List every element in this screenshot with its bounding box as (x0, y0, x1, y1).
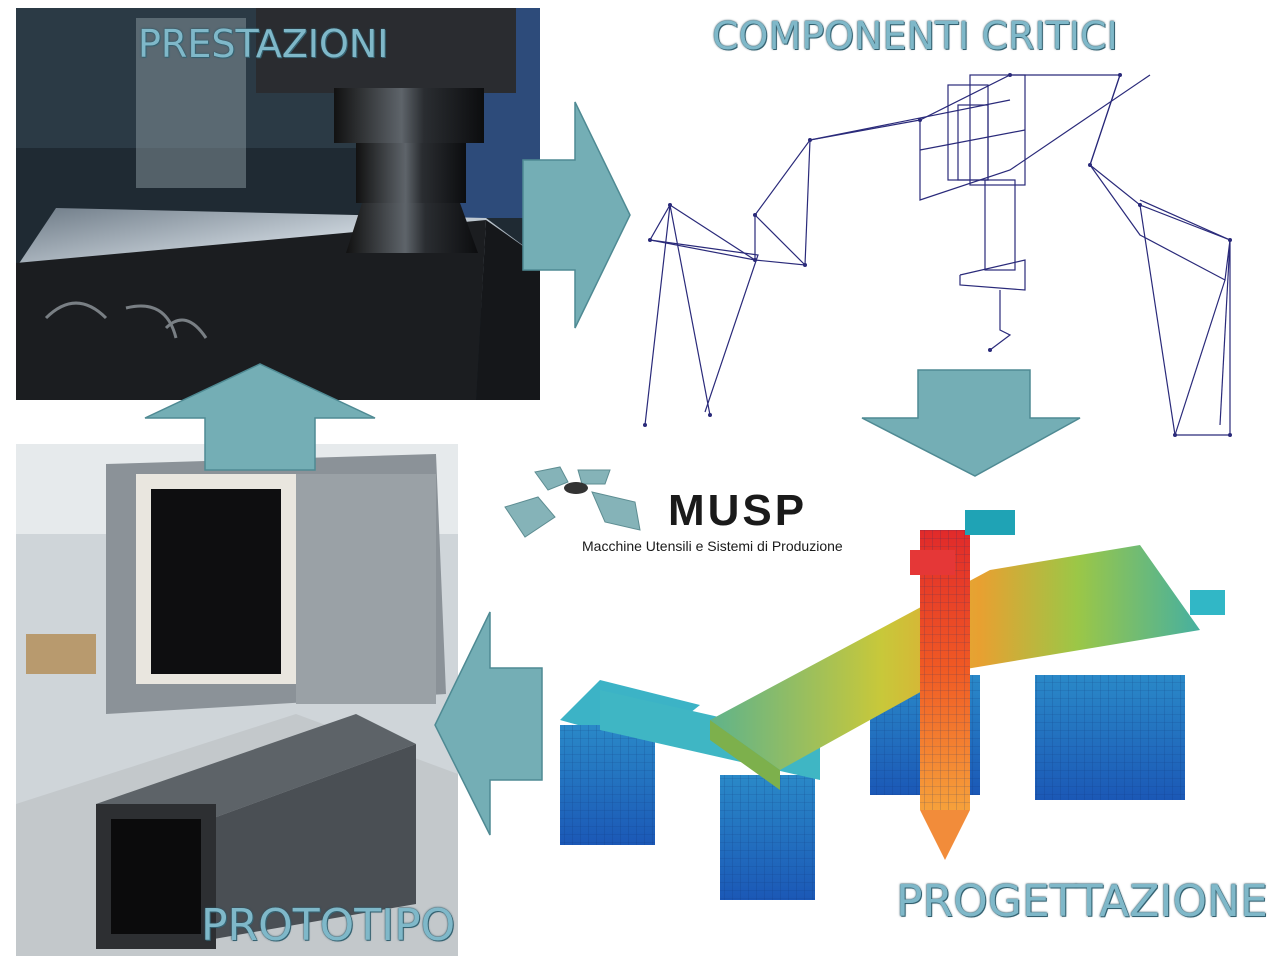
label-prestazioni: PRESTAZIONI (138, 22, 389, 66)
musp-logo-emblem (504, 466, 641, 538)
prototype-photo: PROTOTIPO (16, 444, 458, 956)
label-componenti-critici: COMPONENTI CRITICI (712, 14, 1118, 58)
label-prototipo: PROTOTIPO (201, 900, 456, 951)
machining-photo: PRESTAZIONI (16, 8, 540, 400)
machining-photo-drawing (16, 8, 540, 400)
musp-logo: MUSP Macchine Utensili e Sistemi di Prod… (500, 462, 880, 562)
logo-name: MUSP (668, 486, 808, 535)
wireframe-diagram (630, 60, 1250, 450)
logo-subtitle: Macchine Utensili e Sistemi di Produzion… (582, 538, 843, 554)
fem-model (560, 510, 1225, 900)
label-progettazione: PROGETTAZIONE (896, 876, 1268, 927)
wireframe-structure (643, 73, 1232, 437)
fem-simulation-image (540, 490, 1260, 940)
prototype-photo-drawing (16, 444, 458, 956)
